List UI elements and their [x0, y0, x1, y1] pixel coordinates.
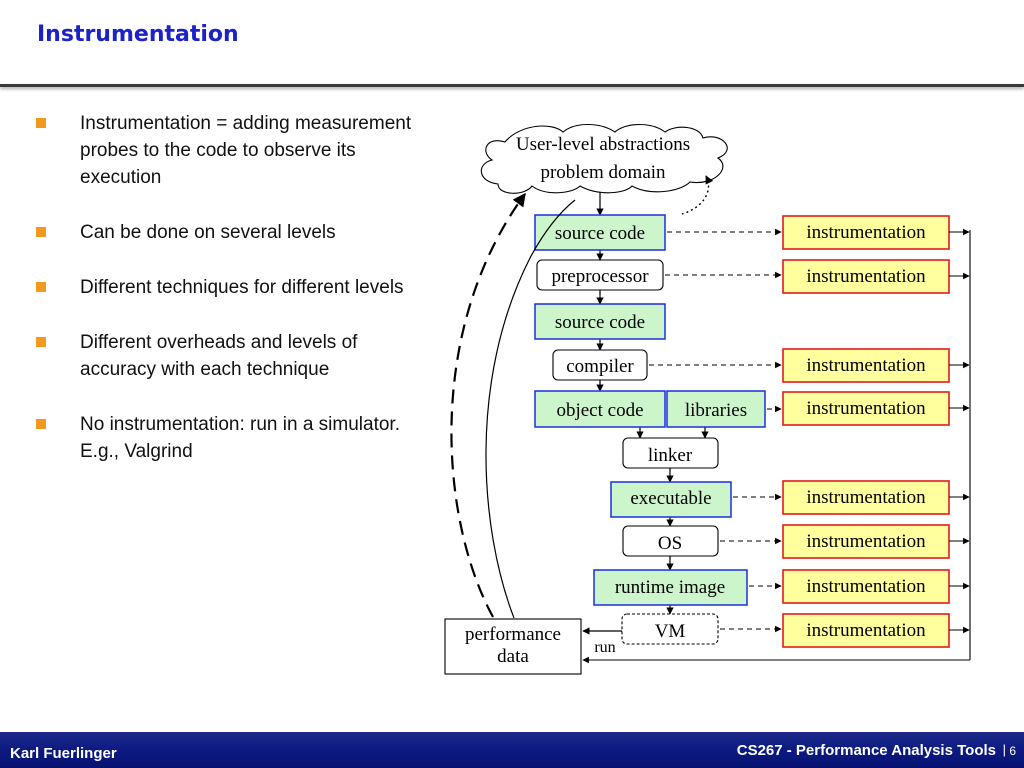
stage-libraries: libraries: [666, 390, 766, 428]
svg-text:instrumentation: instrumentation: [806, 487, 926, 508]
instrumentation-boxes: instrumentation instrumentation instrume…: [782, 215, 950, 648]
svg-text:VM: VM: [655, 621, 686, 642]
svg-text:libraries: libraries: [685, 400, 747, 421]
svg-text:instrumentation: instrumentation: [806, 266, 926, 287]
stage-compiler: compiler: [552, 349, 648, 381]
svg-text:linker: linker: [648, 445, 693, 466]
stage-linker: linker: [622, 437, 719, 469]
bullet-square-icon: [36, 227, 46, 237]
svg-text:runtime image: runtime image: [615, 577, 725, 598]
instrumentation-connectors: [649, 228, 782, 633]
footer-author: Karl Fuerlinger: [10, 745, 117, 762]
svg-text:preprocessor: preprocessor: [551, 266, 649, 287]
stage-os: OS: [622, 525, 719, 557]
footer-course-title: CS267 - Performance Analysis Tools: [736, 742, 996, 759]
bullet-item: Can be done on several levels: [36, 219, 416, 246]
instrumentation-box: instrumentation: [782, 259, 950, 294]
bullet-text: Different overheads and levels of accura…: [80, 332, 358, 380]
bullet-text: Can be done on several levels: [80, 222, 336, 243]
svg-text:executable: executable: [630, 488, 711, 509]
bullet-text: Instrumentation = adding measurement pro…: [80, 113, 412, 188]
instrumentation-diagram: User-level abstractions problem domain s…: [444, 123, 971, 675]
instrumentation-box: instrumentation: [782, 480, 950, 515]
bullet-text: No instrumentation: run in a simulator. …: [80, 414, 400, 462]
stage-source-code-1: source code: [534, 214, 666, 251]
instrumentation-box: instrumentation: [782, 348, 950, 383]
svg-text:instrumentation: instrumentation: [806, 620, 926, 641]
bullet-list: Instrumentation = adding measurement pro…: [36, 110, 416, 493]
stage-preprocessor: preprocessor: [536, 259, 664, 291]
flow-arrows: [582, 192, 709, 635]
svg-text:OS: OS: [658, 533, 682, 554]
bullet-square-icon: [36, 419, 46, 429]
stage-runtime-image: runtime image: [593, 569, 748, 606]
run-label: run: [594, 639, 615, 656]
instrumentation-box: instrumentation: [782, 524, 950, 559]
footer-bar: Karl Fuerlinger CS267 - Performance Anal…: [0, 732, 1024, 768]
instrumentation-box: instrumentation: [782, 215, 950, 250]
svg-text:object code: object code: [556, 400, 643, 421]
bullet-item: Instrumentation = adding measurement pro…: [36, 110, 416, 191]
instrumentation-box: instrumentation: [782, 613, 950, 648]
dotted-feedback-arrow: [681, 175, 714, 215]
bullet-item: Different techniques for different level…: [36, 274, 416, 301]
svg-text:instrumentation: instrumentation: [806, 531, 926, 552]
bullet-square-icon: [36, 337, 46, 347]
bullet-square-icon: [36, 282, 46, 292]
stage-object-code: object code: [534, 390, 666, 428]
svg-text:performance: performance: [465, 624, 561, 645]
title-divider: [0, 84, 1024, 87]
instrumentation-box: instrumentation: [782, 391, 950, 426]
svg-text:instrumentation: instrumentation: [806, 398, 926, 419]
cloud-user-level-abstractions: User-level abstractions problem domain: [480, 123, 728, 194]
svg-text:data: data: [497, 646, 529, 667]
stage-vm: VM: [621, 613, 719, 645]
bullet-square-icon: [36, 118, 46, 128]
dashed-feedback-curve: [450, 192, 526, 618]
page-number: 6: [1009, 744, 1016, 758]
footer-separator: |: [1002, 742, 1006, 757]
stage-executable: executable: [610, 481, 732, 518]
collection-bus: [582, 228, 971, 664]
slide-title: Instrumentation: [37, 22, 239, 47]
bullet-item: No instrumentation: run in a simulator. …: [36, 411, 416, 465]
svg-text:compiler: compiler: [566, 356, 634, 377]
cloud-line-1: User-level abstractions: [516, 134, 690, 155]
cloud-line-2: problem domain: [540, 162, 666, 183]
bullet-item: Different overheads and levels of accura…: [36, 329, 416, 383]
performance-data-box: performance data: [444, 618, 582, 675]
solid-feedback-curve: [485, 199, 576, 619]
svg-text:instrumentation: instrumentation: [806, 222, 926, 243]
stage-source-code-2: source code: [534, 303, 666, 340]
svg-text:instrumentation: instrumentation: [806, 355, 926, 376]
bullet-text: Different techniques for different level…: [80, 277, 404, 298]
svg-text:source code: source code: [555, 223, 645, 244]
instrumentation-box: instrumentation: [782, 569, 950, 604]
svg-text:source code: source code: [555, 312, 645, 333]
svg-text:instrumentation: instrumentation: [806, 576, 926, 597]
